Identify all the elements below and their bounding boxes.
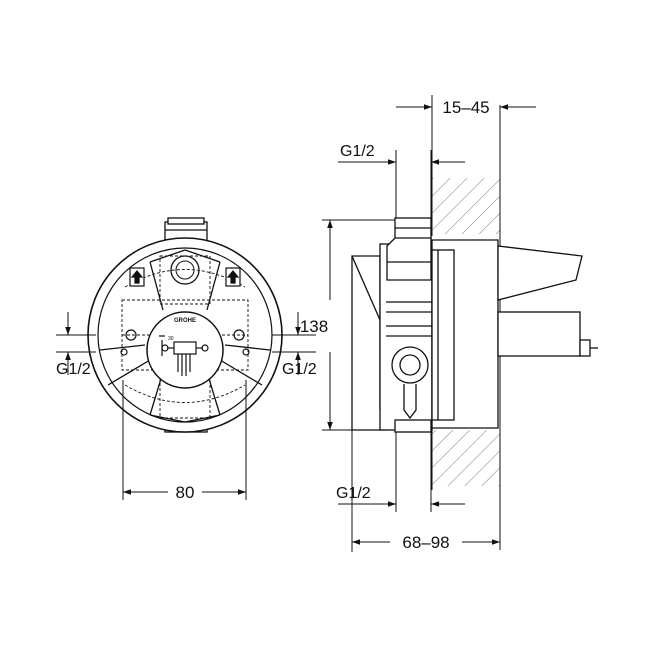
ribs xyxy=(99,249,271,423)
dim-wall-15-45: 15–45 xyxy=(442,98,489,117)
spindle-mark: 30 xyxy=(168,336,174,342)
wall-hatch-bottom xyxy=(432,430,500,486)
dim-height-138: 138 xyxy=(300,317,328,336)
wall-hatch-top xyxy=(432,178,500,234)
dim-depth-68-98: 68–98 xyxy=(402,533,449,552)
side-dimensions xyxy=(322,95,536,552)
front-dimensions xyxy=(56,312,316,500)
thread-label-top: G1/2 xyxy=(340,143,375,160)
dim-width-80: 80 xyxy=(176,483,195,502)
thread-label-left: G1/2 xyxy=(56,361,91,378)
logo-text: GROHE xyxy=(174,318,196,324)
screw-holes xyxy=(120,329,250,356)
thread-label-right: G1/2 xyxy=(282,361,317,378)
up-arrow-icon-left xyxy=(129,267,145,287)
up-arrow-icon-right xyxy=(225,267,241,287)
front-view: GROHE 30 xyxy=(87,217,283,433)
top-connector xyxy=(164,217,208,243)
thread-label-bottom: G1/2 xyxy=(336,485,371,502)
side-view xyxy=(351,105,598,550)
extension-sleeve-lower xyxy=(497,311,581,357)
spindle xyxy=(159,335,209,376)
extension-sleeve-upper xyxy=(497,245,583,301)
